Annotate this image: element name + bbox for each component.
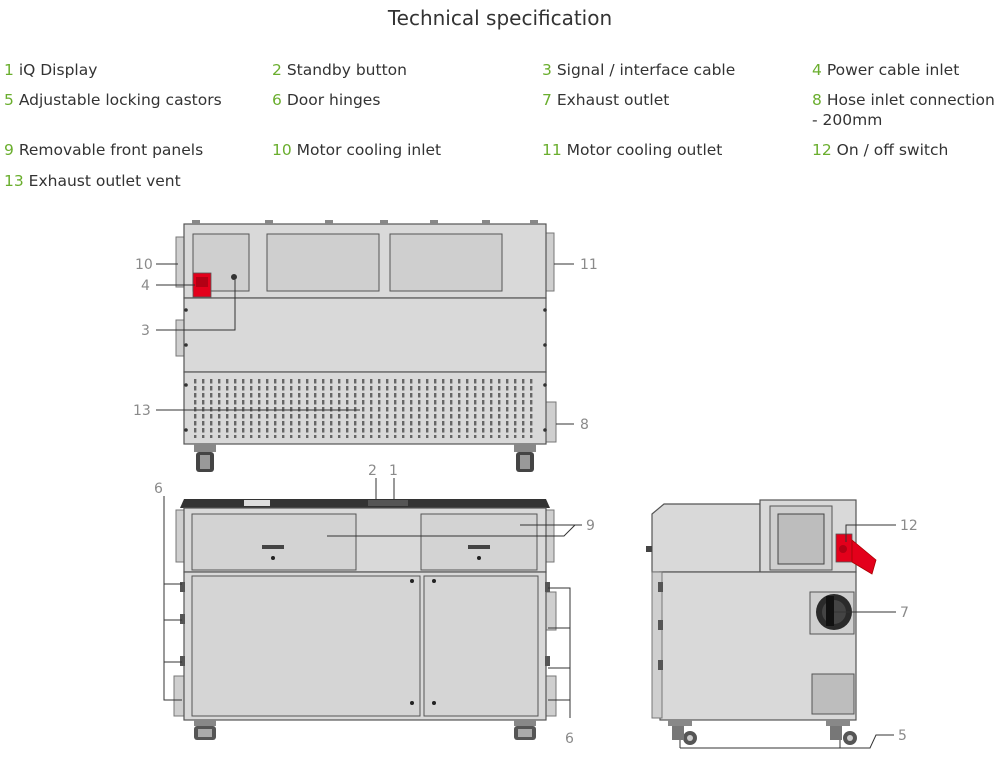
legend-number: 8 — [812, 91, 822, 109]
callout-2: 2 — [368, 463, 377, 479]
legend-label: Exhaust outlet — [556, 91, 670, 109]
callout-4: 4 — [141, 278, 150, 294]
legend-item: 13 Exhaust outlet vent — [4, 171, 181, 191]
legend-item: 1 iQ Display — [4, 60, 97, 80]
legend-number: 3 — [542, 61, 552, 79]
rear-view: 10 4 3 13 11 8 — [133, 220, 598, 472]
callout-3: 3 — [141, 323, 150, 339]
legend-label: Removable front panels — [18, 141, 204, 159]
legend-label: Power cable inlet — [826, 61, 960, 79]
callout-10: 10 — [135, 257, 153, 273]
legend-label: Adjustable locking castors — [18, 91, 222, 109]
legend-label: Door hinges — [286, 91, 381, 109]
legend-item: 12 On / off switch — [812, 140, 948, 160]
legend-label: Signal / interface cable — [556, 61, 736, 79]
callout-8: 8 — [580, 417, 589, 433]
front-view: 2 1 6 9 6 — [154, 463, 595, 747]
legend-number: 10 — [272, 141, 292, 159]
callout-1: 1 — [389, 463, 398, 479]
callout-9: 9 — [586, 518, 595, 534]
legend-item: 9 Removable front panels — [4, 140, 203, 160]
legend-label: Standby button — [286, 61, 407, 79]
legend-number: 12 — [812, 141, 832, 159]
legend-number: 5 — [4, 91, 14, 109]
legend-label: Exhaust outlet vent — [28, 172, 181, 190]
legend-item: 2 Standby button — [272, 60, 407, 80]
legend-label: iQ Display — [18, 61, 98, 79]
legend-number: 1 — [4, 61, 14, 79]
legend-item: 8 Hose inlet connection - 200mm — [812, 90, 998, 130]
legend-number: 9 — [4, 141, 14, 159]
legend-item: 3 Signal / interface cable — [542, 60, 735, 80]
callout-6-left: 6 — [154, 481, 163, 497]
callout-13: 13 — [133, 403, 151, 419]
legend-number: 4 — [812, 61, 822, 79]
callout-12: 12 — [900, 518, 918, 534]
legend-label: Motor cooling outlet — [566, 141, 723, 159]
legend-number: 6 — [272, 91, 282, 109]
legend-item: 7 Exhaust outlet — [542, 90, 669, 110]
legend-label: Hose inlet connection - 200mm — [812, 91, 995, 129]
legend-number: 7 — [542, 91, 552, 109]
callout-6-right: 6 — [565, 731, 574, 747]
side-view: 12 7 5 — [646, 499, 918, 749]
legend-label: On / off switch — [836, 141, 949, 159]
legend-item: 11 Motor cooling outlet — [542, 140, 722, 160]
legend-item: 5 Adjustable locking castors — [4, 90, 222, 110]
callout-11: 11 — [580, 257, 598, 273]
legend-item: 6 Door hinges — [272, 90, 380, 110]
legend-label: Motor cooling inlet — [296, 141, 442, 159]
callout-7: 7 — [900, 605, 909, 621]
legend-item: 10 Motor cooling inlet — [272, 140, 441, 160]
legend-number: 11 — [542, 141, 562, 159]
page-title: Technical specification — [387, 6, 613, 30]
legend-number: 13 — [4, 172, 24, 190]
legend-number: 2 — [272, 61, 282, 79]
legend-item: 4 Power cable inlet — [812, 60, 959, 80]
callout-5: 5 — [898, 728, 907, 744]
